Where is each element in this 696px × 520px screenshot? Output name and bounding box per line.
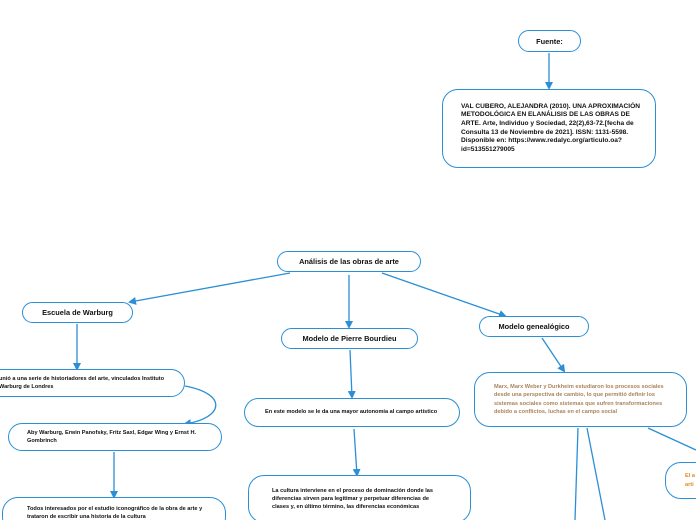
genealogico-label: Modelo genealógico [498,322,570,331]
edge-bourdieu-node1 [347,349,356,399]
genealogico-node1[interactable]: Marx, Marx Weber y Durkheim estudiaron l… [474,372,687,427]
bourdieu-node1[interactable]: En este modelo se le da una mayor autono… [244,398,460,427]
genealogico-node1-text: Marx, Marx Weber y Durkheim estudiaron l… [494,384,664,415]
citation-text: VAL CUBERO, ALEJANDRA (2010). UNA APROXI… [461,102,641,153]
bourdieu-node1-text: En este modelo se le da una mayor autono… [265,409,438,416]
citation-node[interactable]: VAL CUBERO, ALEJANDRA (2010). UNA APROXI… [442,89,656,168]
bourdieu-label: Modelo de Pierre Bourdieu [302,334,397,343]
genealogico-node2-partial[interactable]: El a cre arti [665,462,696,499]
edge-root-genealogico [381,272,507,318]
edge-genealogico-node1 [541,337,566,373]
warburg-node3[interactable]: Todos interesados por el estudio iconogr… [2,497,226,520]
edge-genealogico-down-1 [574,427,579,520]
edge-bourdieu-node1-node2 [352,428,361,477]
fuente-node[interactable]: Fuente: [518,30,581,52]
bourdieu-node2-text: La cultura interviene en el proceso de d… [272,487,434,511]
warburg-node3-text: Todos interesados por el estudio iconogr… [27,506,203,520]
root-node[interactable]: Análisis de las obras de arte [277,251,421,272]
warburg-node2[interactable]: Aby Warburg, Erwin Panofsky, Fritz Saxl,… [8,423,222,451]
warburg-node1-text: unió a una serie de historiadores del ar… [0,375,165,390]
genealogico-node[interactable]: Modelo genealógico [479,316,589,337]
edge-warburg-node1-node2 [183,385,217,428]
root-title: Análisis de las obras de arte [299,257,399,266]
edge-root-warburg [128,272,291,305]
genealogico-node2-text: El a cre arti [685,473,696,488]
bourdieu-node[interactable]: Modelo de Pierre Bourdieu [281,328,418,349]
bourdieu-node2[interactable]: La cultura interviene en el proceso de d… [248,475,471,520]
edge-genealogico-right [647,427,696,451]
warburg-node2-text: Aby Warburg, Erwin Panofsky, Fritz Saxl,… [27,429,197,444]
warburg-label: Escuela de Warburg [42,308,113,317]
warburg-node1[interactable]: unió a una serie de historiadores del ar… [0,369,185,397]
warburg-node[interactable]: Escuela de Warburg [22,302,133,323]
edge-genealogico-down-2 [586,427,606,520]
fuente-label: Fuente: [536,36,563,46]
